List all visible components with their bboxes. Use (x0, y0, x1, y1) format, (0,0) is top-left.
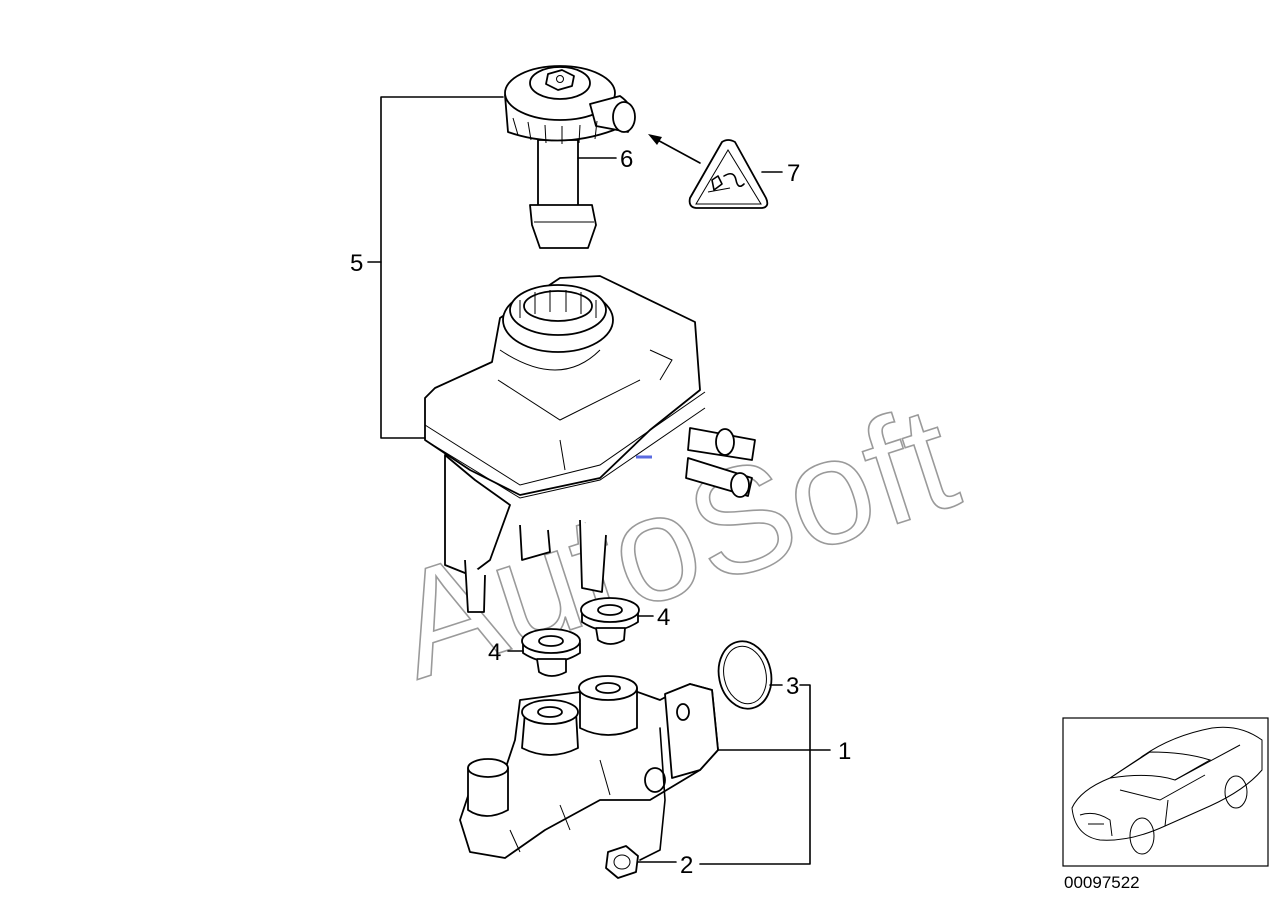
callout-6: 6 (620, 146, 633, 173)
fluid-reservoir[interactable] (424, 275, 756, 613)
reservoir-cap[interactable] (504, 65, 636, 249)
o-ring[interactable] (712, 636, 777, 713)
vehicle-thumbnail[interactable] (1062, 717, 1269, 867)
callout-2: 2 (680, 852, 693, 879)
diagram-number: 00097522 (1064, 873, 1140, 892)
callout-7: 7 (787, 160, 800, 187)
callout-4-upper: 4 (657, 604, 670, 631)
callout-5: 5 (350, 250, 363, 277)
hex-nut[interactable] (605, 845, 639, 879)
warning-triangle-icon[interactable] (688, 139, 769, 209)
grommet-upper[interactable] (580, 597, 640, 645)
pointer-arrowhead (648, 134, 662, 145)
callout-4-lower: 4 (488, 639, 501, 666)
grommet-lower[interactable] (521, 628, 581, 677)
callout-3: 3 (786, 673, 799, 700)
pointer-arrow-line (651, 136, 701, 164)
car-icon (1071, 726, 1263, 855)
leader-lines (367, 96, 831, 865)
brake-master-cylinder[interactable] (459, 675, 719, 859)
callout-1: 1 (838, 738, 851, 765)
